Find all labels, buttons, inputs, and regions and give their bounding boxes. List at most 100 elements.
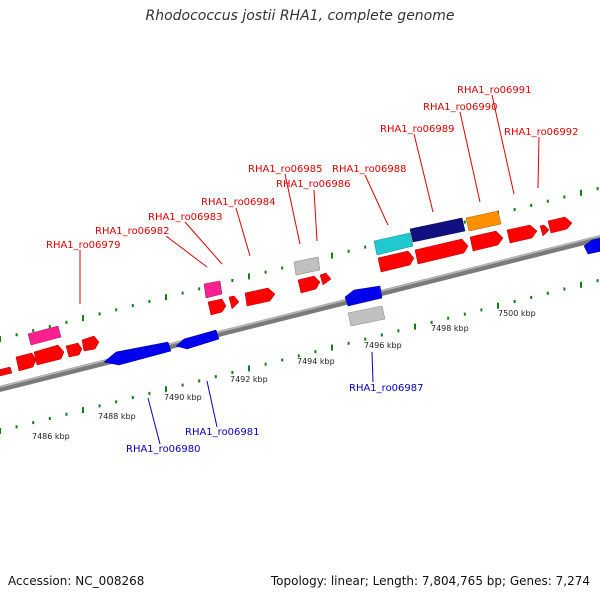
gene-arrow[interactable] <box>175 329 220 350</box>
scale-tick <box>198 287 201 291</box>
scale-tick <box>480 308 483 312</box>
gene-arrow[interactable] <box>414 238 469 265</box>
gene-label[interactable]: RHA1_ro06983 <box>148 212 223 223</box>
genome-backbone-highlight <box>0 235 600 388</box>
gene-arrow[interactable] <box>33 344 65 366</box>
scale-tick <box>297 354 300 358</box>
gene-arrow[interactable] <box>409 217 466 243</box>
gene-label[interactable]: RHA1_ro06986 <box>276 179 351 190</box>
gene-arrow[interactable] <box>344 285 383 307</box>
scale-tick <box>15 425 18 429</box>
scale-tick <box>580 281 582 288</box>
scale-tick <box>98 404 101 408</box>
gene-arrow[interactable] <box>319 272 332 286</box>
scale-tick <box>530 203 533 207</box>
scale-tick <box>364 245 367 249</box>
scale-tick <box>214 375 217 379</box>
scale-tick <box>48 325 51 328</box>
gene-label[interactable]: RHA1_ro06985 <box>248 164 323 175</box>
gene-arrow[interactable] <box>244 287 276 307</box>
scale-labels: 7486 kbp 7488 kbp 7490 kbp 7492 kbp 7494… <box>32 309 536 441</box>
gene-arrow[interactable] <box>293 256 321 276</box>
reverse-gene-labels: RHA1_ro06980 RHA1_ro06981 RHA1_ro06987 <box>126 383 424 455</box>
scale-tick <box>32 421 35 425</box>
gene-features[interactable] <box>0 210 600 377</box>
gene-arrow[interactable] <box>583 238 600 255</box>
gene-arrow[interactable] <box>27 325 62 346</box>
scale-tick <box>165 386 167 393</box>
scale-tick <box>15 333 18 337</box>
scale-tick <box>580 189 582 196</box>
gene-arrow[interactable] <box>65 342 83 358</box>
scale-tick <box>82 407 84 414</box>
scale-tick <box>231 279 234 282</box>
scale-tick <box>596 279 599 283</box>
gene-label[interactable]: RHA1_ro06984 <box>201 197 276 208</box>
gene-label[interactable]: RHA1_ro06981 <box>185 427 260 438</box>
scale-tick <box>380 333 383 337</box>
scale-tick <box>546 199 549 203</box>
gene-arrow[interactable] <box>469 230 504 252</box>
gene-arrow[interactable] <box>373 232 414 256</box>
scale-label: 7486 kbp <box>32 432 70 441</box>
scale-tick <box>131 396 134 400</box>
gene-arrow[interactable] <box>15 352 37 372</box>
gene-label[interactable]: RHA1_ro06982 <box>95 226 170 237</box>
scale-label: 7500 kbp <box>498 309 536 318</box>
scale-tick <box>115 400 118 404</box>
scale-tick <box>563 287 566 291</box>
scale-tick <box>463 220 466 224</box>
scale-tick <box>65 412 68 416</box>
gene-arrow[interactable] <box>297 275 321 294</box>
scale-tick <box>447 316 450 320</box>
gene-arrow[interactable] <box>81 335 100 352</box>
scale-tick <box>530 295 533 299</box>
scale-tick <box>264 270 267 274</box>
scale-tick <box>463 312 466 316</box>
scale-tick <box>281 358 284 362</box>
gene-arrow[interactable] <box>0 366 13 377</box>
scale-tick <box>513 208 516 211</box>
gene-label[interactable]: RHA1_ro06990 <box>423 102 498 113</box>
gene-arrow[interactable] <box>207 298 227 316</box>
gene-arrow[interactable] <box>103 341 172 366</box>
forward-gene-labels: RHA1_ro06979 RHA1_ro06982 RHA1_ro06983 R… <box>46 85 579 251</box>
scale-tick <box>148 391 151 395</box>
gene-arrow[interactable] <box>347 305 386 327</box>
gene-label[interactable]: RHA1_ro06991 <box>457 85 532 96</box>
genome-backbone <box>0 234 600 393</box>
gene-arrow[interactable] <box>547 216 573 234</box>
scale-tick <box>314 350 317 354</box>
gene-label[interactable]: RHA1_ro06979 <box>46 240 121 251</box>
scale-label: 7488 kbp <box>98 412 136 421</box>
scale-tick <box>231 371 234 374</box>
scale-tick <box>397 329 400 333</box>
gene-arrow[interactable] <box>506 224 538 244</box>
gene-label[interactable]: RHA1_ro06980 <box>126 444 201 455</box>
scale-tick <box>563 195 566 199</box>
scale-label: 7490 kbp <box>164 393 202 402</box>
scale-tick <box>430 320 433 324</box>
gene-label[interactable]: RHA1_ro06988 <box>332 164 407 175</box>
gene-arrow[interactable] <box>203 280 223 299</box>
scale-tick <box>364 337 367 341</box>
gene-arrow[interactable] <box>228 295 240 310</box>
gene-arrow[interactable] <box>377 250 415 273</box>
scale-tick <box>181 291 184 295</box>
scale-label: 7496 kbp <box>364 341 402 350</box>
gene-arrow[interactable] <box>539 224 550 237</box>
gene-label[interactable]: RHA1_ro06992 <box>504 127 579 138</box>
scale-tick <box>181 383 184 387</box>
scale-tick <box>497 302 499 309</box>
scale-label: 7494 kbp <box>297 357 335 366</box>
scale-label: 7492 kbp <box>230 375 268 384</box>
scale-tick <box>513 300 516 303</box>
gene-arrow[interactable] <box>465 210 502 232</box>
scale-tick <box>331 252 333 259</box>
gene-label[interactable]: RHA1_ro06989 <box>380 124 455 135</box>
scale-tick <box>347 341 350 345</box>
scale-tick <box>82 315 84 322</box>
gene-label[interactable]: RHA1_ro06987 <box>349 383 424 394</box>
